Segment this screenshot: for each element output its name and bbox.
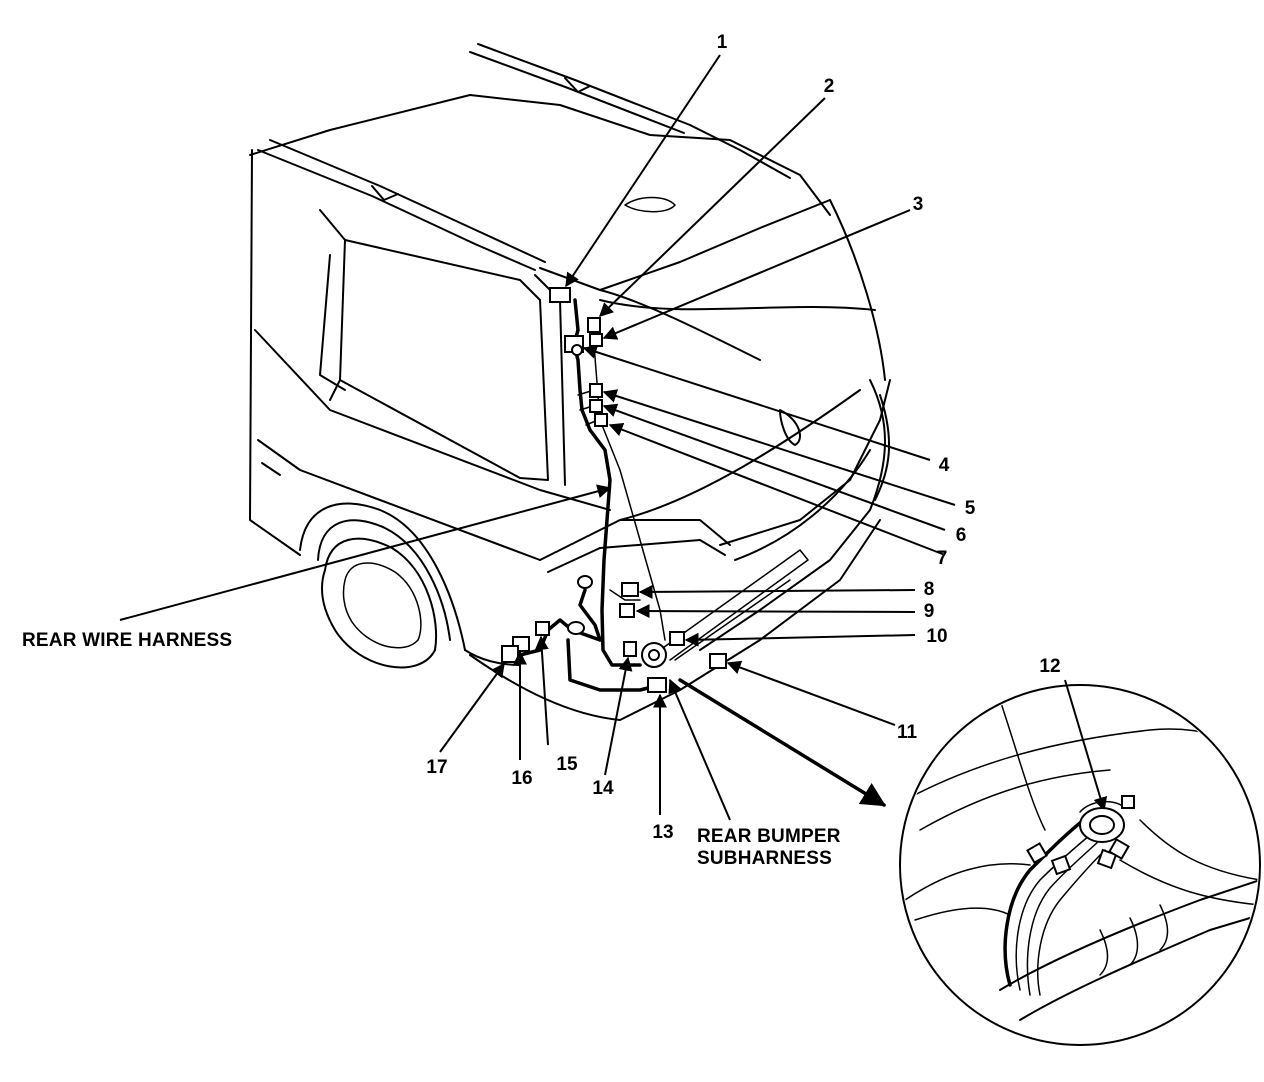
connector-14 <box>623 641 637 657</box>
detail-view-arrow <box>678 678 887 807</box>
label-rear-wire-harness: REAR WIRE HARNESS <box>22 630 232 651</box>
callout-14: 14 <box>592 778 614 799</box>
connector-1 <box>549 287 571 303</box>
leader-lines <box>119 54 1108 821</box>
callout-17: 17 <box>426 757 447 778</box>
connector-6 <box>589 399 603 413</box>
connector-2 <box>587 317 601 333</box>
detail-view <box>899 684 1261 1046</box>
callout-11: 11 <box>897 722 918 743</box>
callout-numbers: 1 2 3 4 5 6 7 8 9 10 11 12 13 14 15 16 1… <box>426 32 1060 843</box>
label-rear-bumper-line1: REAR BUMPER <box>697 826 841 847</box>
connector-17 <box>501 645 519 663</box>
callout-5: 5 <box>965 498 976 519</box>
connector-10 <box>669 631 685 646</box>
connector-8 <box>621 582 639 597</box>
callout-13: 13 <box>652 822 673 843</box>
connector-3 <box>589 333 603 347</box>
connector-5 <box>589 383 603 398</box>
callout-15: 15 <box>556 754 578 775</box>
callout-10: 10 <box>926 626 947 647</box>
connector-7 <box>594 413 608 427</box>
connector-11 <box>709 653 727 669</box>
grommet-12 <box>641 642 667 668</box>
connector-4 <box>564 335 584 356</box>
callout-6: 6 <box>956 525 967 546</box>
vehicle-body <box>249 43 891 721</box>
connector-9 <box>619 603 635 618</box>
callout-8: 8 <box>924 579 935 600</box>
callout-2: 2 <box>824 76 835 97</box>
callout-12: 12 <box>1039 656 1060 677</box>
callout-4: 4 <box>939 455 950 476</box>
callout-16: 16 <box>511 768 532 789</box>
connector-13 <box>647 677 667 693</box>
callout-3: 3 <box>913 194 924 215</box>
callout-1: 1 <box>717 32 728 53</box>
callout-9: 9 <box>924 601 935 622</box>
callout-7: 7 <box>937 548 948 569</box>
connector-15 <box>535 621 550 636</box>
label-rear-bumper-line2: SUBHARNESS <box>697 848 832 869</box>
connector-extra <box>567 575 593 635</box>
